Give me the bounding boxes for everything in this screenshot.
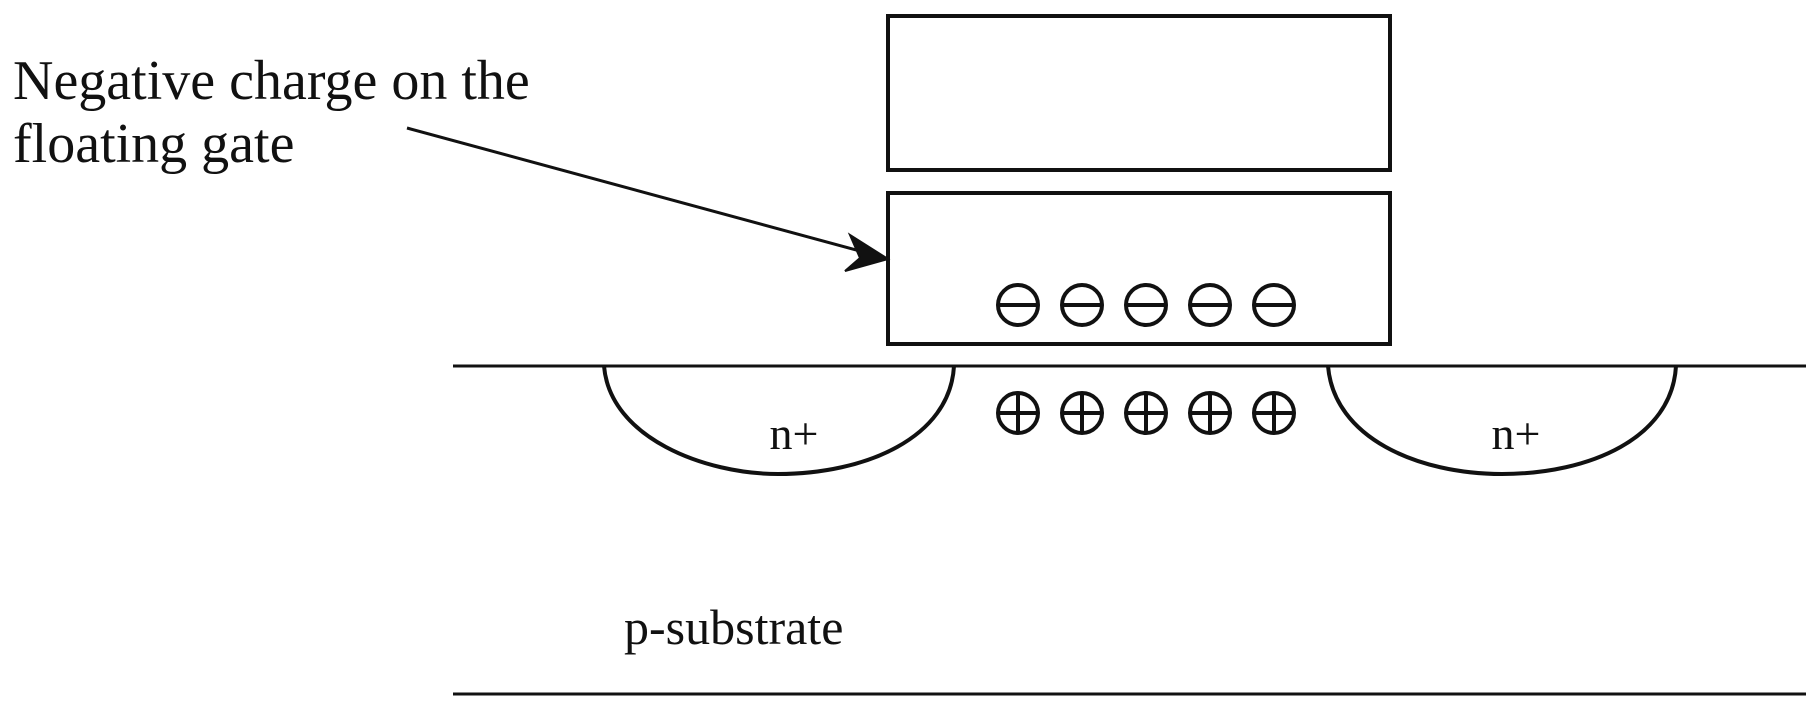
- floating-gate-charges: [996, 283, 1296, 327]
- channel-charges: [996, 391, 1296, 435]
- negative-charge-symbol: [996, 283, 1040, 327]
- annotation-arrowhead: [844, 232, 891, 272]
- positive-charge-symbol: [996, 391, 1040, 435]
- source-well: [602, 365, 956, 477]
- drain-label: n+: [1492, 408, 1541, 459]
- positive-charge-symbol: [1060, 391, 1104, 435]
- negative-charge-symbol: [1124, 283, 1168, 327]
- negative-charge-symbol: [1252, 283, 1296, 327]
- negative-charge-symbol: [1188, 283, 1232, 327]
- floating-gate: [886, 191, 1392, 346]
- negative-charge-symbol: [1060, 283, 1104, 327]
- drain-well: [1326, 365, 1678, 477]
- positive-charge-symbol: [1124, 391, 1168, 435]
- annotation-line-1: Negative charge on the: [13, 50, 530, 112]
- positive-charge-symbol: [1188, 391, 1232, 435]
- control-gate: [886, 14, 1392, 172]
- annotation-line-2: floating gate: [13, 113, 294, 175]
- source-label: n+: [770, 408, 819, 459]
- annotation-arrow-line: [406, 126, 883, 259]
- positive-charge-symbol: [1252, 391, 1296, 435]
- substrate-label: p-substrate: [624, 599, 843, 655]
